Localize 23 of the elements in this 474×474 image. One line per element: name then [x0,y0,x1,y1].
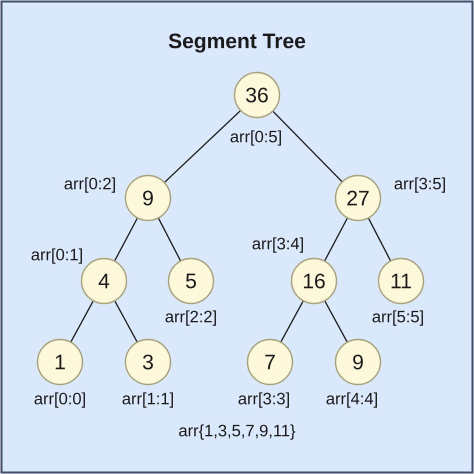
tree-edge [114,218,138,261]
range-label: arr[1:1] [122,392,173,408]
range-label: arr[0:1] [32,248,82,264]
title: Segment Tree [168,33,306,53]
array-label: arr{1,3,5,7,9,11} [179,424,296,440]
tree-edge [368,218,391,261]
tree-edge [324,301,348,342]
range-label: arr[2:2] [166,310,216,326]
range-label: arr[3:3] [238,392,289,408]
range-label: arr[4:4] [326,392,377,408]
range-label: arr[0:0] [34,392,85,408]
tree-edge [272,111,342,182]
range-label: arr[3:5] [394,177,445,193]
range-label: arr[3:4] [252,237,303,253]
tree-edge [280,301,304,342]
range-label: arr[0:5] [230,130,281,146]
range-label: arr[0:2] [64,177,115,193]
tree-edge [164,110,241,183]
range-label: arr[5:5] [372,310,423,326]
tree-edge [114,301,138,342]
tree-edge [324,218,348,261]
tree-edge [70,301,94,342]
tree-edge [158,218,181,261]
